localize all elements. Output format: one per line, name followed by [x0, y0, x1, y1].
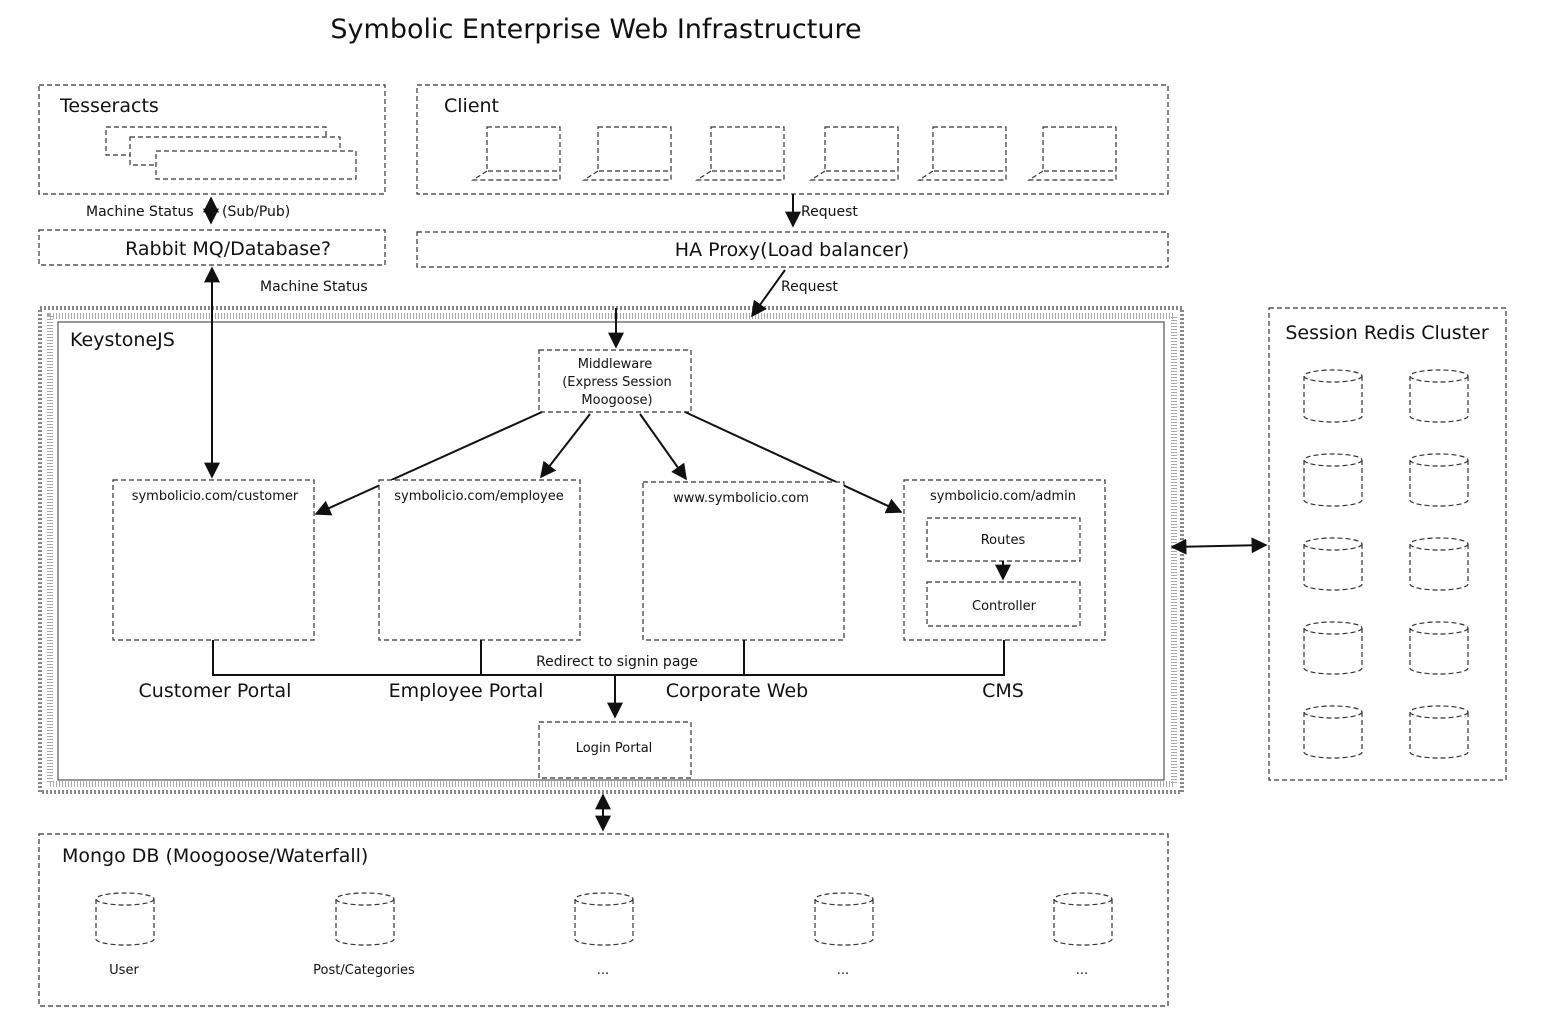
corporate-url: www.symbolicio.com — [673, 491, 809, 506]
redis-group: Session Redis Cluster — [1268, 307, 1507, 781]
laptop-icon — [694, 126, 785, 181]
collection-label: ... — [597, 963, 609, 978]
request-top-label: Request — [801, 204, 858, 220]
employee-portal-label: Employee Portal — [389, 680, 544, 702]
database-cylinder-icon — [1409, 453, 1469, 507]
controller-label: Controller — [972, 599, 1037, 614]
client-devices — [470, 126, 1117, 181]
request-into-keystone-arrow — [751, 269, 786, 318]
corporate-web-label: Corporate Web — [666, 680, 808, 702]
collection-label: ... — [837, 963, 849, 978]
request-mid-label: Request — [781, 279, 838, 295]
collection-cylinder-icon — [1053, 892, 1113, 946]
customer-portal-label: Customer Portal — [139, 680, 292, 702]
employee-url: symbolicio.com/employee — [394, 489, 564, 504]
routes-box — [926, 517, 1081, 562]
login-portal-label: Login Portal — [576, 741, 653, 756]
middleware-line-2: (Express Session — [562, 375, 672, 390]
haproxy-label: HA Proxy(Load balancer) — [675, 239, 909, 261]
collection-label: Post/Categories — [313, 963, 415, 978]
keystone-label: KeystoneJS — [70, 329, 175, 351]
keystone-redis-arrow — [1170, 537, 1268, 555]
mongo-group: Mongo DB (Moogoose/Waterfall) User Post/C… — [38, 833, 1169, 1007]
database-cylinder-icon — [1303, 369, 1363, 423]
laptop-icon — [581, 126, 672, 181]
collection-cylinder-icon — [814, 892, 874, 946]
redis-nodes — [1303, 369, 1469, 759]
collection-label: ... — [1076, 963, 1088, 978]
redirect-label: Redirect to signin page — [536, 654, 698, 670]
cms-label: CMS — [982, 680, 1024, 702]
database-cylinder-icon — [1303, 453, 1363, 507]
middleware-to-corporate-arrow — [639, 413, 687, 481]
tesseracts-box — [38, 84, 386, 195]
redis-box — [1268, 307, 1507, 781]
client-label: Client — [444, 95, 499, 117]
collection-label: User — [109, 963, 139, 978]
middleware-box — [538, 349, 692, 413]
client-box — [416, 84, 1169, 195]
machine-status-top-label: Machine Status — [86, 204, 194, 220]
mongo-box — [38, 833, 1169, 1007]
tesseracts-group: Tesseracts — [38, 84, 386, 195]
tesseract-layer-icon — [155, 150, 357, 180]
corporate-app-box — [642, 481, 845, 641]
redis-label: Session Redis Cluster — [1285, 322, 1488, 344]
database-cylinder-icon — [1409, 369, 1469, 423]
controller-box — [926, 581, 1081, 627]
database-cylinder-icon — [1303, 537, 1363, 591]
database-cylinder-icon — [1409, 705, 1469, 759]
middleware-line-3: Moogoose) — [581, 393, 652, 408]
database-cylinder-icon — [1409, 621, 1469, 675]
middleware-to-customer-arrow — [314, 411, 543, 516]
collection-cylinder-icon — [574, 892, 634, 946]
collection-cylinder-icon — [95, 892, 155, 946]
sub-pub-label: (Sub/Pub) — [222, 204, 290, 220]
cms-url: symbolicio.com/admin — [930, 489, 1076, 504]
customer-url: symbolicio.com/customer — [132, 489, 299, 504]
login-portal-box — [538, 721, 692, 779]
laptop-icon — [808, 126, 899, 181]
rabbit-box — [38, 229, 386, 266]
middleware-to-employee-arrow — [540, 413, 591, 479]
customer-app-box — [112, 479, 315, 641]
mongo-collections: User Post/Categories......... — [95, 892, 1113, 978]
database-cylinder-icon — [1409, 537, 1469, 591]
routes-label: Routes — [981, 533, 1026, 548]
database-cylinder-icon — [1303, 705, 1363, 759]
middleware-to-cms-arrow — [684, 411, 903, 514]
database-cylinder-icon — [1303, 621, 1363, 675]
laptop-icon — [916, 126, 1007, 181]
haproxy-box — [416, 231, 1169, 268]
machine-status-mid-label: Machine Status — [260, 279, 368, 295]
laptop-icon — [1026, 126, 1117, 181]
redirect-bus-line — [212, 640, 1005, 676]
mongo-label: Mongo DB (Moogoose/Waterfall) — [62, 845, 368, 867]
diagram-title: Symbolic Enterprise Web Infrastructure — [330, 14, 861, 45]
client-group: Client — [416, 84, 1169, 195]
employee-app-box — [378, 479, 581, 641]
collection-cylinder-icon — [335, 892, 395, 946]
keystone-shadow-border — [47, 313, 1177, 787]
middleware-line-1: Middleware — [578, 357, 653, 372]
tesseracts-label: Tesseracts — [59, 95, 159, 117]
laptop-icon — [470, 126, 561, 181]
rabbit-label: Rabbit MQ/Database? — [125, 238, 331, 260]
